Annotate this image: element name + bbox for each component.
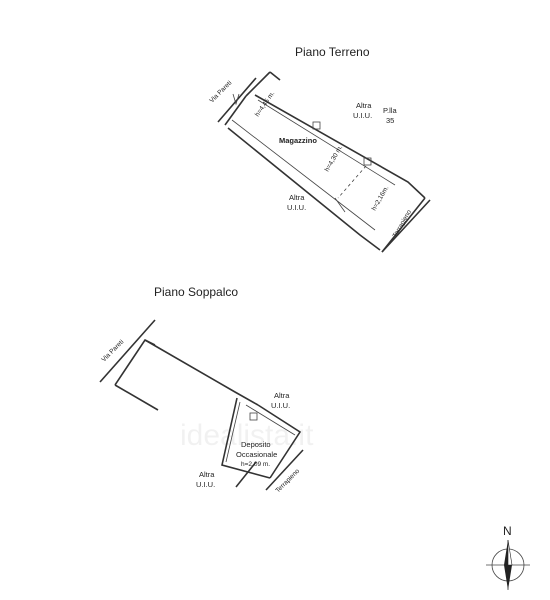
deposito-inner-left [225, 401, 241, 463]
embankment-label: Terrapieno [392, 209, 414, 239]
mezzanine-left-wall [114, 384, 159, 411]
deposito-label-line2: Occasionale [236, 450, 277, 459]
ground-floor-plan: Piano Terreno Via Pareti h=4,45 m. Magaz… [208, 45, 431, 253]
pillar-1 [312, 121, 321, 130]
mezz-other-unit-top-line1: Altra [274, 391, 290, 400]
height-label-3: h=2,16m. [371, 185, 391, 212]
other-unit-right-line2: U.I.U. [353, 111, 372, 120]
mezz-other-unit-top-line2: U.I.U. [271, 401, 290, 410]
upper-side-stub [269, 71, 281, 81]
mezzanine-right-wall [144, 339, 259, 406]
deposito-inner-top [245, 404, 296, 436]
right-long-wall [254, 94, 426, 199]
height-label-1: h=4,45 m. [254, 90, 277, 118]
inner-left-wall [231, 119, 376, 231]
deposito-left-wall [221, 397, 271, 479]
parcel-line1: P.lla [383, 106, 397, 115]
mezzanine-plan: Piano Soppalco Via Pareti Altra U.I.U. D… [99, 285, 304, 494]
deposito-left-stub [235, 461, 257, 488]
height-label-2: h=4,30 m. [324, 144, 345, 173]
ground-floor-title: Piano Terreno [295, 45, 370, 59]
mezz-embankment-label: Terrapieno [274, 467, 301, 494]
deposito-label-line1: Deposito [241, 440, 271, 449]
room-label: Magazzino [279, 136, 317, 145]
deposito-pillar [249, 412, 258, 421]
other-unit-bottom-line1: Altra [289, 193, 305, 202]
step-mark [334, 197, 346, 213]
mezzanine-street-line [99, 319, 156, 383]
mezz-other-unit-left-line2: U.I.U. [196, 480, 215, 489]
entrance-arrow-icon [232, 93, 240, 106]
street-label: Via Pareti [208, 80, 233, 105]
back-wall [381, 197, 426, 253]
mezz-other-unit-left-line1: Altra [199, 470, 215, 479]
north-label: N [503, 524, 512, 538]
pillar-2 [363, 157, 372, 166]
mezzanine-title: Piano Soppalco [154, 285, 238, 299]
north-arrow-icon: N [486, 524, 530, 590]
inner-right-wall [257, 99, 396, 186]
deposito-embankment-wall [265, 449, 304, 491]
upper-front-wall [245, 71, 271, 97]
other-unit-bottom-line2: U.I.U. [287, 203, 306, 212]
compass-needle-half [507, 539, 513, 566]
other-unit-right-line1: Altra [356, 101, 372, 110]
height-change-line [337, 165, 367, 199]
left-long-wall [227, 127, 381, 251]
mezzanine-street-label: Via Pareti [100, 339, 125, 364]
front-wall [224, 95, 247, 126]
deposito-height-label: h=2,09 m. [241, 461, 270, 468]
embankment-wall [381, 199, 431, 253]
watermark: idealista.it [180, 419, 314, 452]
deposito-right-wall [257, 404, 302, 479]
parcel-line2: 35 [386, 116, 394, 125]
